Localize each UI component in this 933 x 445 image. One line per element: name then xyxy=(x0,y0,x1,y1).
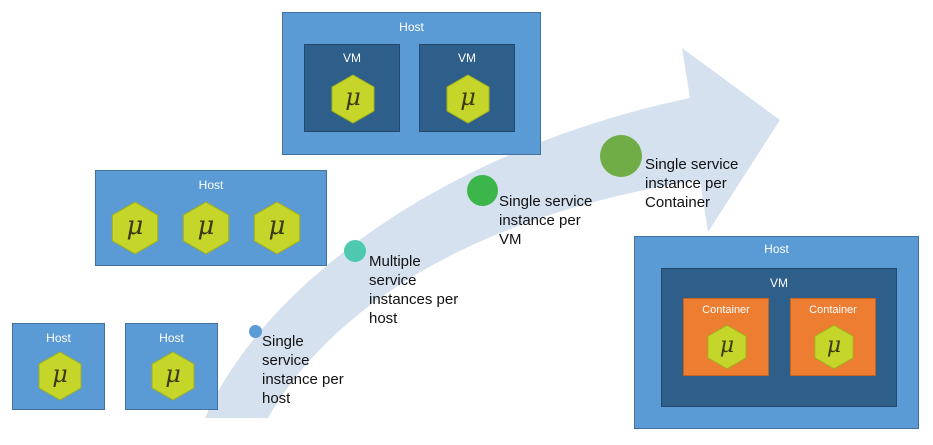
service-hex-icon: μ xyxy=(111,201,159,255)
host-box-containers: Host VM Container μ Container μ xyxy=(634,236,919,429)
service-hex-icon: μ xyxy=(707,324,747,370)
service-hex-icon: μ xyxy=(331,74,375,124)
vm-box: VM μ xyxy=(304,44,400,132)
stage-label-line: Single service xyxy=(499,193,593,210)
vm-box: VM μ xyxy=(419,44,515,132)
stage-label-4: Single service instance per Container xyxy=(645,155,738,212)
service-hex-icon: μ xyxy=(446,74,490,124)
stage-label-2: Multiple service instances per host xyxy=(369,252,458,328)
stage-label-3: Single service instance per VM xyxy=(499,192,592,249)
stage-label-line: service xyxy=(262,352,310,369)
vm-label: VM xyxy=(770,276,788,290)
service-symbol: μ xyxy=(165,360,181,388)
service-symbol: μ xyxy=(268,211,286,241)
host-label: Host xyxy=(399,20,424,34)
host-label: Host xyxy=(764,242,789,256)
container-box: Container μ xyxy=(790,298,876,376)
host-box-single-2: Host μ xyxy=(125,323,218,410)
stage-label-line: instance per xyxy=(499,212,581,229)
service-symbol: μ xyxy=(345,83,361,111)
service-symbol: μ xyxy=(197,211,215,241)
service-symbol: μ xyxy=(52,360,68,388)
host-box-multiple: Host μ μ μ xyxy=(95,170,327,266)
stage-label-line: Single xyxy=(262,333,304,350)
stage-label-line: instance per xyxy=(645,175,727,192)
service-hex-icon: μ xyxy=(253,201,301,255)
stage-label-1: Single service instance per host xyxy=(262,332,344,408)
container-label: Container xyxy=(702,304,750,316)
host-label: Host xyxy=(159,331,184,345)
stage-marker-1 xyxy=(249,325,262,338)
progression-arrow-shape xyxy=(205,48,780,418)
host-box-vms: Host VM μ VM μ xyxy=(282,12,541,155)
stage-label-line: VM xyxy=(499,231,522,248)
stage-marker-3 xyxy=(467,175,498,206)
service-symbol: μ xyxy=(460,83,476,111)
stage-marker-4 xyxy=(600,135,642,177)
stage-label-line: Container xyxy=(645,194,711,211)
stage-label-line: instance per xyxy=(262,371,344,388)
host-box-single-1: Host μ xyxy=(12,323,105,410)
vm-box: VM Container μ Container μ xyxy=(661,268,897,407)
stage-label-line: service xyxy=(369,272,417,289)
stage-label-line: Single service xyxy=(645,156,739,173)
stage-label-line: instances per xyxy=(369,291,459,308)
stage-label-line: host xyxy=(369,310,398,327)
stage-marker-2 xyxy=(344,240,366,262)
container-box: Container μ xyxy=(683,298,769,376)
vm-label: VM xyxy=(343,51,361,65)
vm-label: VM xyxy=(458,51,476,65)
service-hex-icon: μ xyxy=(814,324,854,370)
stage-label-line: host xyxy=(262,390,291,407)
host-label: Host xyxy=(198,178,224,192)
service-symbol: μ xyxy=(719,333,735,358)
container-label: Container xyxy=(809,304,857,316)
service-hex-icon: μ xyxy=(38,351,82,401)
service-symbol: μ xyxy=(826,333,842,358)
service-hex-icon: μ xyxy=(182,201,230,255)
service-hex-icon: μ xyxy=(151,351,195,401)
stage-label-line: Multiple xyxy=(369,253,421,270)
host-label: Host xyxy=(46,331,71,345)
service-symbol: μ xyxy=(126,211,144,241)
